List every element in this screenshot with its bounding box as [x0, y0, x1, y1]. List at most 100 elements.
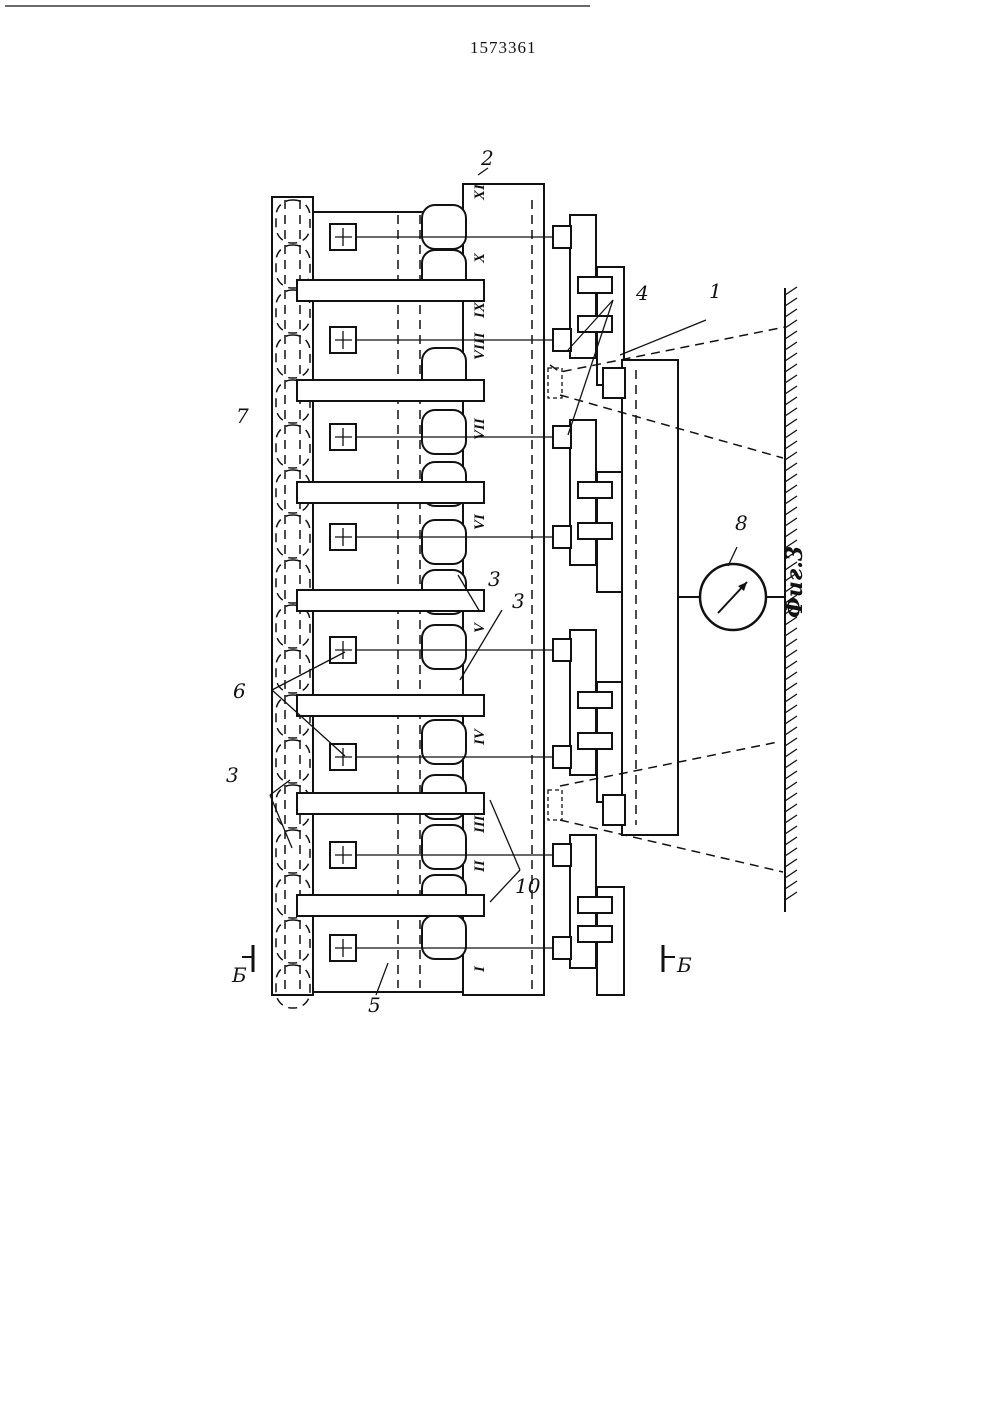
pad-clamp: [578, 277, 612, 293]
position-numeral: VI: [472, 513, 488, 530]
label-8: 8: [735, 511, 748, 535]
hatch-line: [785, 397, 797, 405]
position-numeral: III: [472, 814, 488, 834]
position-numeral: VII: [472, 417, 488, 440]
pad-clamp: [578, 897, 612, 913]
hatch-line: [785, 793, 797, 801]
label-3-left: 3: [226, 763, 239, 787]
label-3-mid: 3: [488, 567, 501, 591]
hatch-line: [785, 320, 797, 328]
position-numeral: I: [472, 965, 488, 973]
hatch-line: [785, 408, 797, 416]
hatch-line: [785, 749, 797, 757]
hatch-line: [785, 771, 797, 779]
hatch-line: [785, 419, 797, 427]
hatch-line: [785, 639, 797, 647]
support-pads: [553, 215, 624, 995]
hatch-line: [785, 628, 797, 636]
hatch-line: [785, 661, 797, 669]
hatch-line: [785, 859, 797, 867]
label-3-lower: 3: [512, 589, 525, 613]
hatch-line: [785, 518, 797, 526]
pad-terminal: [553, 746, 571, 768]
hatch-line: [785, 364, 797, 372]
hatch-line: [785, 782, 797, 790]
pad-terminal: [553, 329, 571, 351]
cushion-block: [422, 915, 466, 959]
cushion-block: [422, 520, 466, 564]
label-1: 1: [709, 279, 722, 303]
position-numeral: IV: [472, 727, 488, 746]
hatch-line: [785, 683, 797, 691]
label-2: 2: [480, 146, 494, 170]
hatch-line: [785, 463, 797, 471]
section-label-right: Б: [676, 953, 692, 977]
hatch-line: [785, 386, 797, 394]
label-10: 10: [515, 874, 541, 898]
cushion-block: [422, 825, 466, 869]
hatch-line: [785, 826, 797, 834]
hatch-line: [785, 331, 797, 339]
position-numeral: X: [472, 252, 488, 264]
pad-clamp: [578, 733, 612, 749]
hatch-line: [785, 738, 797, 746]
hatch-line: [785, 298, 797, 306]
section-label-left: Б: [231, 963, 247, 987]
pad-terminal: [553, 426, 571, 448]
pad-terminal: [553, 937, 571, 959]
hatch-line: [785, 474, 797, 482]
cushion-block: [422, 625, 466, 669]
hatch-line: [785, 727, 797, 735]
crossbar: [297, 895, 484, 916]
crossbar: [297, 695, 484, 716]
cushion-block: [422, 205, 466, 249]
pad-clamp: [578, 926, 612, 942]
hatch-line: [785, 705, 797, 713]
hatch-line: [785, 496, 797, 504]
label-7: 7: [236, 404, 249, 428]
position-numeral: IX: [472, 301, 488, 319]
hatch-line: [785, 430, 797, 438]
position-numeral: II: [472, 859, 488, 873]
hatch-line: [785, 309, 797, 317]
hatch-line: [785, 892, 797, 900]
hatch-line: [785, 353, 797, 361]
position-numeral: VIII: [472, 331, 488, 360]
hatch-line: [785, 375, 797, 383]
crossbar: [297, 380, 484, 401]
crossbar: [297, 482, 484, 503]
pad-terminal: [553, 526, 571, 548]
crossbar: [297, 793, 484, 814]
pad-clamp: [578, 482, 612, 498]
hatch-line: [785, 441, 797, 449]
hatch-line: [785, 760, 797, 768]
pad-terminal: [553, 639, 571, 661]
hatch-line: [785, 870, 797, 878]
hatch-line: [785, 650, 797, 658]
cushion-block: [422, 410, 466, 454]
crossbar: [297, 280, 484, 301]
hatch-line: [785, 804, 797, 812]
hatch-line: [785, 881, 797, 889]
label-5: 5: [368, 993, 381, 1017]
pad-terminal: [553, 226, 571, 248]
hatch-line: [785, 342, 797, 350]
pressure-gauge-8: [678, 564, 785, 630]
hatch-line: [785, 485, 797, 493]
hatch-line: [785, 287, 797, 295]
crossbar: [297, 590, 484, 611]
pad-clamp: [578, 692, 612, 708]
hatch-line: [785, 815, 797, 823]
figure-caption: Фиг.3: [782, 546, 808, 618]
hatch-line: [785, 672, 797, 680]
hatch-line: [785, 837, 797, 845]
label-6: 6: [233, 679, 246, 703]
hatch-line: [785, 848, 797, 856]
pad-clamp: [578, 523, 612, 539]
hatch-line: [785, 529, 797, 537]
hatch-line: [785, 507, 797, 515]
hatch-line: [785, 694, 797, 702]
label-4: 4: [635, 281, 649, 305]
pad-terminal: [553, 844, 571, 866]
